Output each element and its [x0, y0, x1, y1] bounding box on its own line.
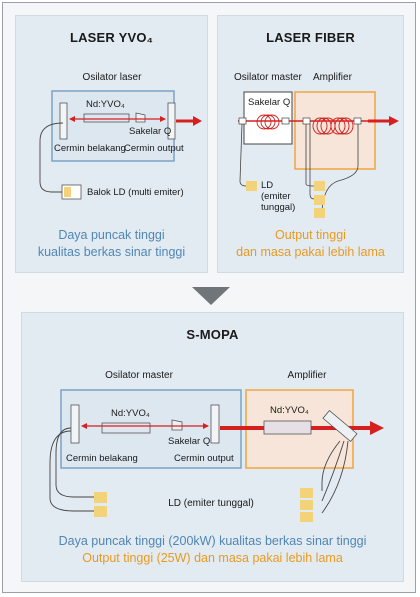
smopa-rear-mirror [70, 404, 80, 444]
yvo4-qswitch-label: Sakelar Q [129, 126, 172, 137]
fiber-coupler-3 [302, 117, 311, 125]
smopa-ld-fiber-master-1 [55, 427, 94, 498]
smopa-qswitch-label: Sakelar Q [168, 436, 211, 447]
smopa-ld-fiber-master-2 [49, 430, 94, 512]
smopa-rear-mirror-label: Cermin belakang [66, 453, 138, 464]
yvo4-ld-label: Balok LD (multi emiter) [87, 187, 184, 198]
fiber-ld-chip-amp-3 [314, 208, 325, 218]
yvo4-rear-mirror [59, 102, 68, 140]
fiber-ld-fiber-master [239, 123, 247, 187]
smopa-title: S-MOPA [186, 327, 239, 342]
fiber-amplifier-coil-2 [330, 117, 354, 135]
fiber-caption-line2: dan masa pakai lebih lama [236, 245, 385, 259]
smopa-caption-line1: Daya puncak tinggi (200kW) kualitas berk… [58, 534, 367, 548]
fiber-ld-chip-amp-2 [314, 195, 325, 205]
fiber-output-arrow [389, 116, 399, 126]
yvo4-caption-line1: Daya puncak tinggi [58, 228, 165, 242]
smopa-ld-chip-amp-1 [300, 488, 313, 498]
smopa-amp-crystal-label: Nd:YVO₄ [270, 405, 309, 416]
yvo4-output-mirror [167, 102, 176, 140]
smopa-panel: S-MOPA Osilator master Amplifier [21, 312, 404, 582]
smopa-crystal [101, 422, 151, 434]
fiber-ld-chip-master [246, 181, 257, 191]
down-arrow-icon [192, 287, 230, 305]
smopa-pump-mirror [322, 410, 358, 442]
smopa-amp-crystal [263, 420, 312, 435]
yvo4-ld-chip [64, 187, 71, 197]
smopa-qswitch [171, 419, 183, 431]
smopa-output-mirror [210, 404, 220, 444]
yvo4-schematic [39, 90, 202, 200]
smopa-beam-arrow-right [203, 423, 209, 429]
fiber-amplifier-label: Amplifier [313, 72, 352, 83]
smopa-schematic [49, 389, 384, 522]
yvo4-output-mirror-label: Cermin output [124, 143, 184, 154]
yvo4-title: LASER YVO₄ [69, 30, 154, 45]
fiber-ld-label-3: tunggal) [261, 202, 296, 213]
fiber-title: LASER FIBER [266, 30, 355, 45]
smopa-amplifier-label: Amplifier [287, 370, 327, 381]
fiber-ld-chip-amp-1 [314, 181, 325, 191]
fiber-panel: LASER FIBER Osilator master Amplifier [217, 15, 404, 273]
fiber-schematic [238, 91, 399, 218]
yvo4-crystal-label: Nd:YVO₄ [86, 99, 125, 110]
smopa-ld-chip-master-1 [94, 492, 107, 503]
yvo4-rear-mirror-label: Cermin belakang [54, 143, 126, 154]
fiber-caption-line1: Output tinggi [275, 228, 346, 242]
diagram-frame: LASER YVO₄ Osilator laser Nd:YVO₄ [2, 2, 416, 593]
yvo4-oscillator-box [51, 90, 175, 162]
fiber-ld-fiber-amp-2 [309, 124, 315, 200]
yvo4-beam-arrow-left [69, 116, 75, 122]
fiber-amplifier-box [294, 91, 376, 170]
fiber-qswitch-label: Sakelar Q [248, 97, 291, 108]
fiber-coupler-4 [353, 117, 362, 125]
smopa-beam-arrow-left [81, 423, 87, 429]
smopa-ld-fiber-amp-3 [321, 440, 349, 514]
smopa-ld-fiber-amp-2 [321, 440, 345, 502]
smopa-ld-chip-amp-2 [300, 500, 313, 510]
yvo4-crystal [83, 113, 130, 123]
yvo4-oscillator-label: Osilator laser [82, 72, 142, 83]
fiber-master-label: Osilator master [234, 72, 302, 83]
smopa-master-label: Osilator master [105, 370, 173, 381]
fiber-ld-label-1: LD [261, 180, 274, 191]
fiber-ld-label-2: (emiter [261, 191, 291, 202]
fiber-master-coil [256, 114, 280, 130]
yvo4-ld-fiber [39, 122, 64, 193]
yvo4-output-arrow [193, 116, 202, 126]
combine-arrow [192, 287, 230, 305]
yvo4-beam-arrow-right [160, 116, 166, 122]
fiber-coupler-2 [281, 117, 290, 125]
smopa-caption-line2: Output tinggi (25W) dan masa pakai lebih… [82, 551, 343, 565]
smopa-ld-label: LD (emiter tunggal) [168, 498, 254, 509]
smopa-ld-chip-amp-3 [300, 512, 313, 522]
fiber-coupler-1 [238, 117, 247, 125]
smopa-ld-chip-master-2 [94, 506, 107, 517]
smopa-output-arrow [370, 421, 384, 435]
yvo4-caption-line2: kualitas berkas sinar tinggi [37, 245, 186, 259]
fiber-ld-fiber-amp-1 [305, 124, 315, 187]
yvo4-panel: LASER YVO₄ Osilator laser Nd:YVO₄ [15, 15, 208, 273]
smopa-crystal-label: Nd:YVO₄ [111, 408, 150, 419]
smopa-output-mirror-label: Cermin output [174, 453, 234, 464]
smopa-ld-fiber-amp-1 [321, 440, 341, 491]
